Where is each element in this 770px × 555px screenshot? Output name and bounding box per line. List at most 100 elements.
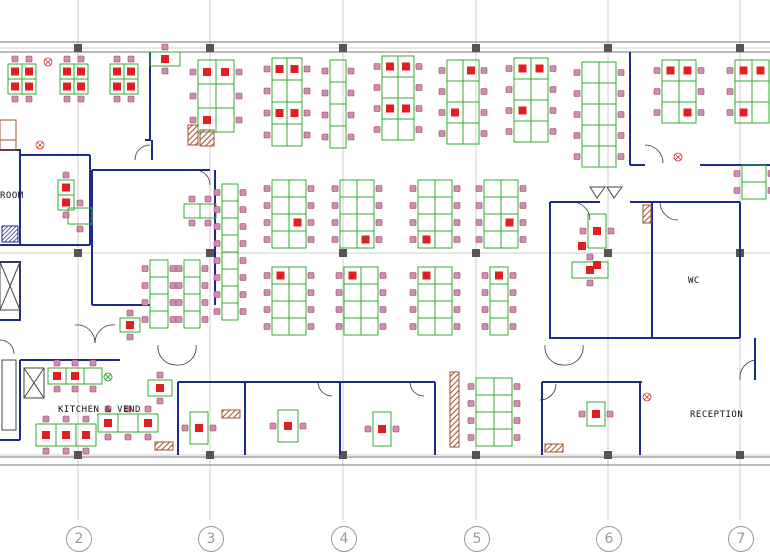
desk [751,101,770,124]
chair-icon [549,107,557,114]
chair-icon [175,316,183,323]
chair-icon [347,111,355,119]
desk [417,179,436,198]
chair-icon [181,424,189,432]
chair-icon [213,308,221,315]
chair-icon [126,309,134,317]
chair-icon [373,105,381,112]
chair-icon [113,95,121,103]
chair-icon [379,289,387,296]
desk [493,394,513,413]
chair-icon [505,65,513,72]
desk [483,213,502,232]
desk [73,78,89,95]
desk [417,317,436,336]
chair-icon [697,67,705,74]
monitor-icon [113,82,121,91]
desk [117,413,139,433]
desk [500,196,519,215]
chair-icon [62,211,70,219]
desk-cluster [271,179,307,249]
chair-icon [617,111,625,118]
grid-axis-7: 7 [728,526,754,552]
desk [513,120,532,143]
desk-cluster [97,413,159,433]
chair-icon [347,133,355,141]
desk-cluster [741,164,767,200]
chair-icon [175,299,183,306]
monitor-icon [127,82,135,91]
monitor-icon [592,410,600,418]
desk [221,302,239,321]
door-swings [0,144,756,401]
desk [288,266,307,285]
chair-icon [480,67,488,74]
chair-icon [62,415,70,423]
chair-icon [467,417,475,424]
chair-icon [453,306,461,313]
desk [221,183,239,202]
chair-icon [513,383,521,390]
room-label-reception: RECEPTION [690,410,744,420]
monitor-icon [221,68,229,76]
chair-icon [104,433,112,441]
desk [183,203,201,219]
chair-icon [453,202,461,209]
chair-icon [480,88,488,95]
chair-icon [239,257,247,264]
chair-icon [726,67,734,74]
desk-cluster [271,266,307,336]
desk [356,179,375,198]
monitor-icon [144,419,152,427]
desk [493,377,513,396]
chair-icon [71,359,79,367]
desk [462,101,480,124]
monitor-icon [361,235,370,244]
grid-axis-5: 5 [464,526,490,552]
chair-icon [263,289,271,296]
desk [530,99,549,122]
chair-icon [239,223,247,230]
exterior-facade [0,41,770,466]
chair-icon [509,272,517,279]
chair-icon [141,316,149,323]
chair-icon [201,282,209,289]
column [74,451,82,459]
chair-icon [379,272,387,279]
walls [0,52,770,455]
monitor-icon [77,67,85,76]
chair-icon [307,185,315,192]
chair-icon [409,323,417,330]
monitor-icon [25,67,33,76]
grid-axis-3: 3 [198,526,224,552]
chair-icon [189,92,197,100]
chair-icon [127,95,135,103]
desk-cluster [271,57,303,147]
desk [489,283,509,302]
chair-icon [42,447,50,455]
desk [21,78,37,95]
column [339,44,347,52]
chair-icon [307,306,315,313]
desk [434,196,453,215]
chair-icon [25,95,33,103]
desk-cluster [149,51,181,67]
desk [434,283,453,302]
sprinkler-markers [35,57,683,402]
chair-icon [617,90,625,97]
desk [83,367,103,385]
chair-icon [475,236,483,243]
monitor-icon [11,82,19,91]
grid-axis-2: 2 [66,526,92,552]
desk [734,80,753,103]
monitor-icon [593,261,601,269]
desk-cluster [343,266,379,336]
desk [343,283,362,302]
chair-icon [141,282,149,289]
desk-cluster [417,179,453,249]
chair-icon [467,434,475,441]
monitor-icon [11,67,19,76]
monitor-icon [195,424,203,432]
chair-icon [509,323,517,330]
monitor-icon [275,109,284,117]
